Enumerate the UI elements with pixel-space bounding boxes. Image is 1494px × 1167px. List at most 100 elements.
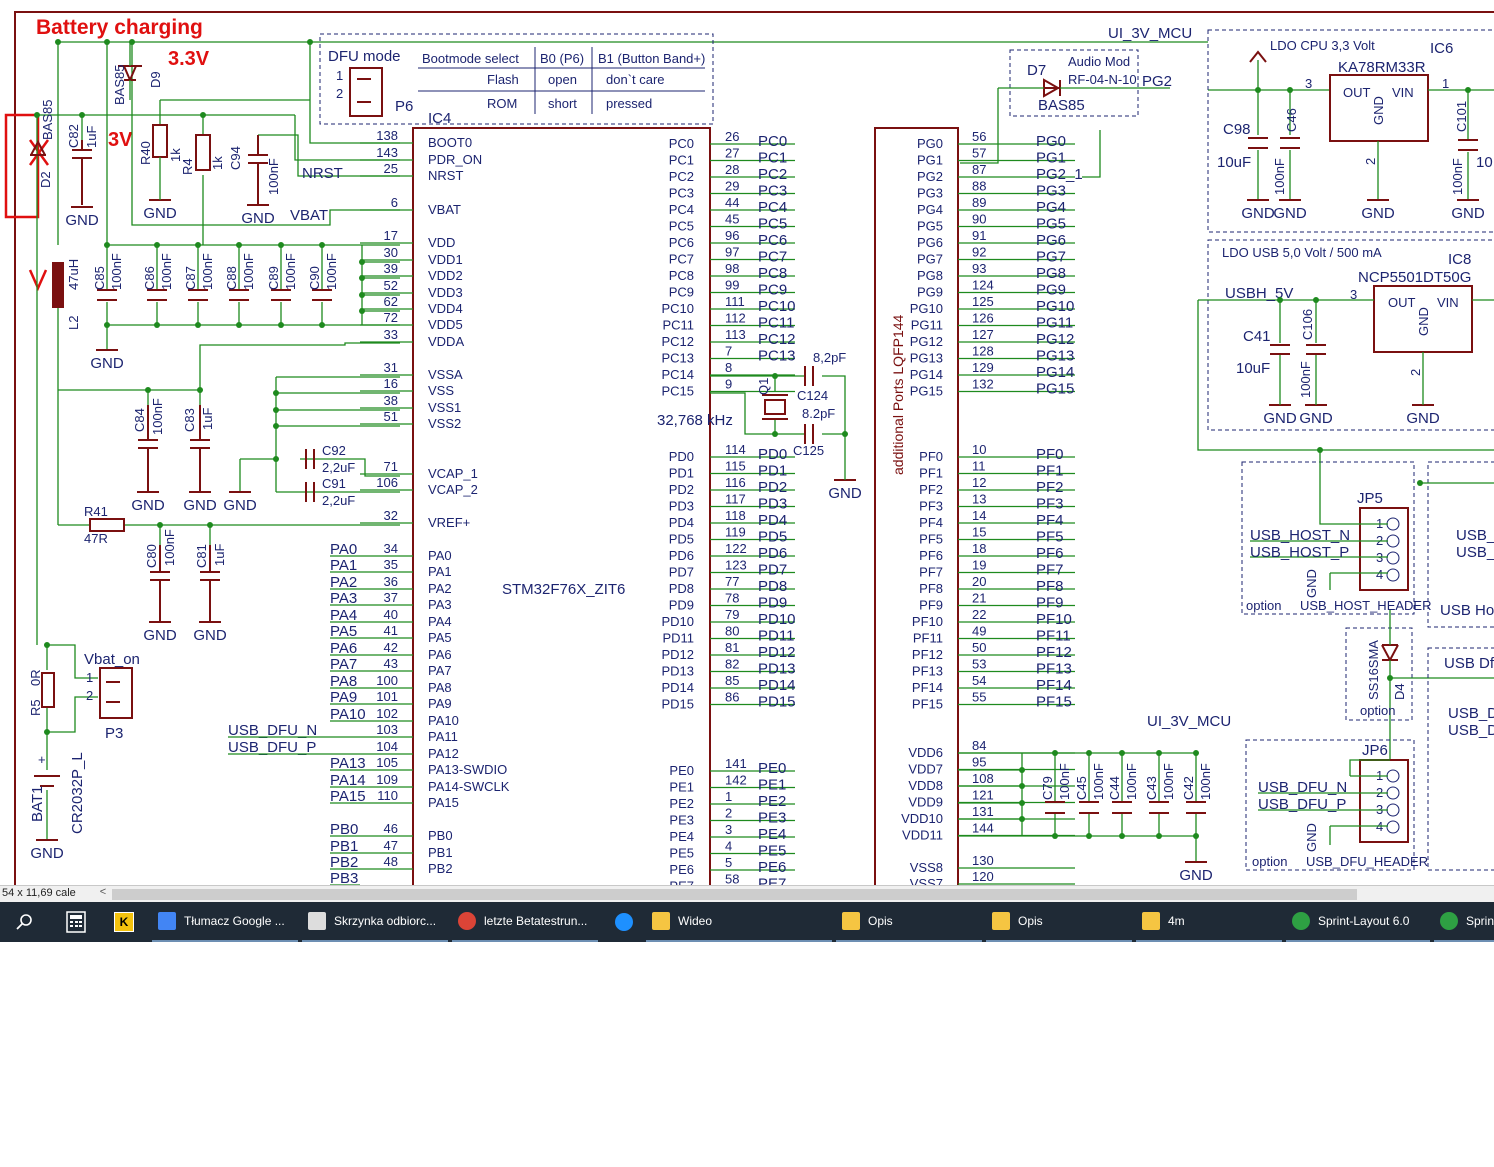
ic4-pin-name: PA7 — [428, 663, 452, 678]
junction-dot — [1086, 833, 1092, 839]
cap-ref: C45 — [1074, 776, 1089, 800]
usb-right-2: USB_ — [1456, 544, 1494, 561]
ic4-pin-number: 41 — [384, 623, 398, 638]
port-pin-name: PF14 — [912, 680, 943, 695]
ic4-net-label: PD9 — [758, 595, 787, 612]
internet-explorer-icon — [615, 913, 633, 931]
taskbar-item[interactable]: Sprint-Layout — [1434, 902, 1494, 942]
cross-mark — [28, 139, 50, 166]
ic4-pin-name: PA3 — [428, 597, 452, 612]
port-pin-name: VSS8 — [910, 860, 943, 875]
calculator-icon — [66, 911, 86, 933]
taskbar-item[interactable]: Opis — [836, 902, 982, 942]
calculator-button[interactable] — [54, 902, 98, 942]
internet-explorer-button[interactable] — [602, 902, 646, 942]
jp6-pin-circle — [1386, 820, 1400, 834]
search-button[interactable] — [0, 902, 50, 942]
ic4-pin-name: VDD5 — [428, 317, 463, 332]
taskbar-item[interactable]: Tłumacz Google ... — [152, 902, 298, 942]
cap-plate — [1186, 801, 1206, 814]
usbh-5v-net: USBH_5V — [1225, 285, 1293, 302]
scroll-left-arrow-icon[interactable]: < — [99, 886, 107, 898]
ic4-left-net: PB3 — [330, 870, 358, 885]
cap-value: 100nF — [1161, 763, 1176, 800]
taskbar-item[interactable]: letzte Betatestrun... — [452, 902, 598, 942]
port-pin-number: 127 — [972, 327, 994, 342]
taskbar-item[interactable]: Skrzynka odbiorc... — [302, 902, 448, 942]
ic4-pin-name: VDD4 — [428, 301, 463, 316]
ic8-part: NCP5501DT50G — [1358, 269, 1471, 286]
c92-value: 2,2uF — [322, 460, 355, 475]
junction-dot — [359, 308, 365, 314]
port-net-label: PG5 — [1036, 216, 1066, 233]
ic6-pin3: 3 — [1305, 76, 1312, 91]
p6-jumper — [349, 67, 383, 117]
ic4-net-label: PC2 — [758, 166, 787, 183]
port-pin-number: 130 — [972, 853, 994, 868]
ic4-net-label: PE7 — [758, 876, 786, 886]
ic4-pin-name: PA10 — [428, 713, 459, 728]
ic4-pin-number: 118 — [725, 508, 746, 523]
status-bar: 54 x 11,69 cale < — [0, 885, 1494, 903]
p6-pin1: 1 — [336, 68, 343, 83]
c125-label: C125 — [793, 443, 824, 458]
ic4-pin-name: VDD — [428, 235, 455, 250]
ic4-pin-name: PE2 — [669, 796, 694, 811]
port-pin-name: PF11 — [913, 631, 943, 646]
port-net-label: PF3 — [1036, 496, 1064, 513]
ic4-pin-name: PC11 — [662, 318, 694, 333]
ldo-cpu-box — [1207, 29, 1494, 233]
usb-dfu-n-net-right: USB_DFU_N — [1258, 779, 1347, 796]
port-net-label: PF12 — [1036, 644, 1072, 661]
junction-dot — [104, 242, 110, 248]
junction-dot — [154, 242, 160, 248]
ic4-pin-number: 39 — [384, 261, 398, 276]
taskbar-item-label: letzte Betatestrun... — [484, 914, 588, 928]
ic4-net-label: PD13 — [758, 661, 796, 678]
gnd-label: GND — [30, 845, 64, 862]
d7-diode — [1043, 78, 1061, 98]
c125-value: 8.2pF — [802, 406, 835, 421]
search-icon — [16, 914, 32, 930]
port-pin-number: 13 — [972, 492, 986, 507]
ic4-pin-number: 43 — [384, 656, 398, 671]
cap-plate — [1149, 801, 1169, 814]
taskbar-item[interactable]: Sprint-Layout 6.0 — [1286, 902, 1430, 942]
ic4-pin-name: PA1 — [428, 564, 452, 579]
ic4-pin-number: 1 — [725, 789, 732, 804]
ic4-pin-number: 17 — [384, 228, 398, 243]
dfu-table-cell: short — [548, 96, 577, 111]
kicad-button[interactable]: K — [104, 902, 144, 942]
taskbar-item[interactable]: 4m — [1136, 902, 1282, 942]
ic4-pin-name: VSS1 — [428, 400, 461, 415]
c82-value: 1uF — [84, 126, 99, 148]
cap-plate — [271, 289, 291, 301]
vref-wires — [58, 390, 400, 545]
junction-dot — [44, 642, 50, 648]
ic6-vin: VIN — [1392, 85, 1414, 100]
port-pin-number: 129 — [972, 360, 994, 375]
gnd-label: GND — [1406, 410, 1440, 427]
ic4-pin-name: PA4 — [428, 614, 452, 629]
port-net-label: PG12 — [1036, 331, 1074, 348]
usb-host-header-label: USB_HOST_HEADER — [1300, 598, 1431, 613]
port-pin-name: PG9 — [917, 285, 943, 300]
gnd-label: GND — [1241, 205, 1275, 222]
jp6-header — [1359, 759, 1409, 843]
vss-wires — [239, 376, 400, 493]
ic8-vin: VIN — [1437, 295, 1459, 310]
folder-icon — [652, 912, 670, 930]
ic4-pin-number: 31 — [384, 360, 398, 375]
gnd-label: GND — [1179, 867, 1213, 884]
ic4-pin-name: PC3 — [669, 186, 694, 201]
junction-dot — [1086, 750, 1092, 756]
ic4-left-net: PA3 — [330, 590, 357, 607]
ic4-pin-name: VDD3 — [428, 285, 463, 300]
horizontal-scrollbar-thumb[interactable] — [112, 889, 1357, 900]
taskbar-item[interactable]: Opis — [986, 902, 1132, 942]
taskbar-item[interactable]: Wideo — [646, 902, 832, 942]
cap-value: 100nF — [283, 253, 298, 290]
